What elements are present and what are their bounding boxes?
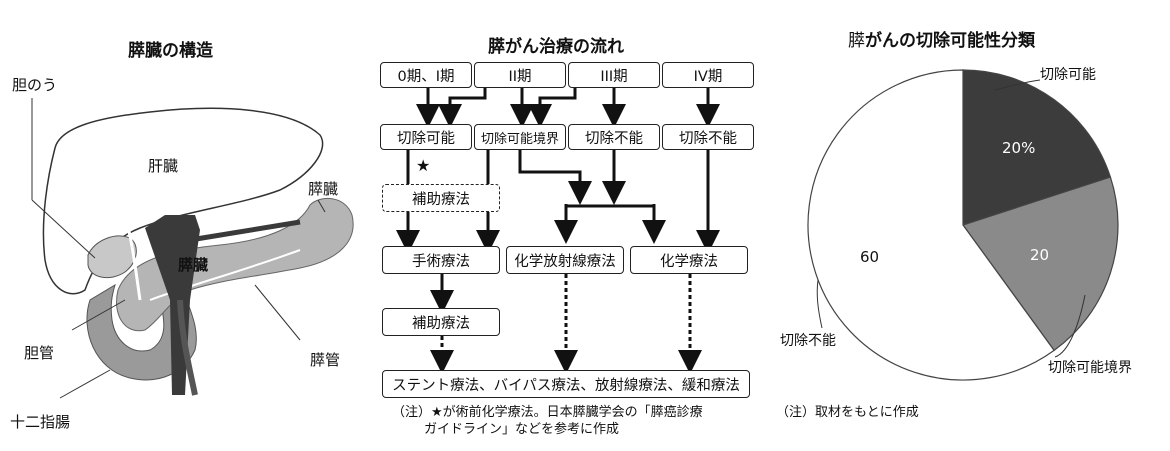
liver-label: 肝臓 [148, 157, 179, 175]
chemotherapy-box: 化学療法 [630, 246, 748, 274]
pie-slice-1 [962, 176, 1119, 352]
chemoradiation-box: 化学放射線療法 [506, 246, 624, 274]
adjuvant-box: 補助療法 [382, 184, 500, 212]
palliative-box: ステント療法、バイパス療法、放射線療法、緩和療法 [382, 370, 750, 398]
pie-note: （注）取材をもとに作成 [776, 405, 919, 420]
flow-note-line1: （注）★が術前化学療法。日本膵臓学会の「膵癌診療 [392, 405, 703, 420]
surgery-box: 手術療法 [382, 246, 500, 274]
pie-title-rest: がんの切除可能性分類 [865, 31, 1035, 51]
class-box-unresectable-4: 切除不能 [662, 124, 754, 150]
pie-value-label-2: 60 [860, 248, 880, 266]
stage-box-3: III期 [568, 62, 660, 88]
pie-title-prefix: 膵 [848, 31, 865, 51]
pie-slice-2 [807, 69, 1055, 381]
vessel-lower [177, 299, 198, 396]
pie-title: 膵がんの切除可能性分類 [848, 26, 1035, 51]
stage-box-4: IV期 [662, 62, 754, 88]
duodenum-label: 十二指腸 [10, 413, 71, 431]
pie-category-label-0: 切除可能 [1040, 67, 1096, 83]
pie-category-label-2: 切除不能 [780, 333, 836, 349]
pancreas-center-label: 膵臓 [178, 256, 209, 274]
flow-title: 膵がん治療の流れ [488, 37, 624, 57]
stage-box-0-1: 0期、I期 [380, 62, 472, 88]
liver-shape [42, 107, 324, 295]
pie-category-label-1: 切除可能境界 [1048, 360, 1132, 376]
flow-note-line2: ガイドライン」などを参考に作成 [424, 422, 620, 437]
gallbladder-label: 胆のう [12, 76, 58, 94]
pie-value-label-0: 20% [1002, 139, 1036, 157]
adjuvant2-box: 補助療法 [382, 308, 500, 336]
bile-duct-label: 胆管 [24, 344, 55, 362]
pie-value-label-1: 20 [1030, 246, 1050, 264]
pie-slice-0 [962, 69, 1112, 226]
pancreatic-duct-label: 膵管 [310, 351, 341, 369]
stage-box-2: II期 [474, 62, 566, 88]
gallbladder-shape [87, 235, 137, 279]
pancreas-side-label: 膵臓 [308, 180, 339, 198]
pancreatic-duct-line [149, 249, 301, 301]
class-box-unresectable-3: 切除不能 [568, 124, 660, 150]
star-marker: ★ [416, 156, 431, 175]
bile-duct-line [123, 214, 142, 301]
vessel-branch [189, 219, 301, 243]
class-box-resectable: 切除可能 [380, 124, 472, 150]
anatomy-title: 膵臓の構造 [128, 41, 213, 61]
class-box-borderline: 切除可能境界 [474, 124, 566, 150]
